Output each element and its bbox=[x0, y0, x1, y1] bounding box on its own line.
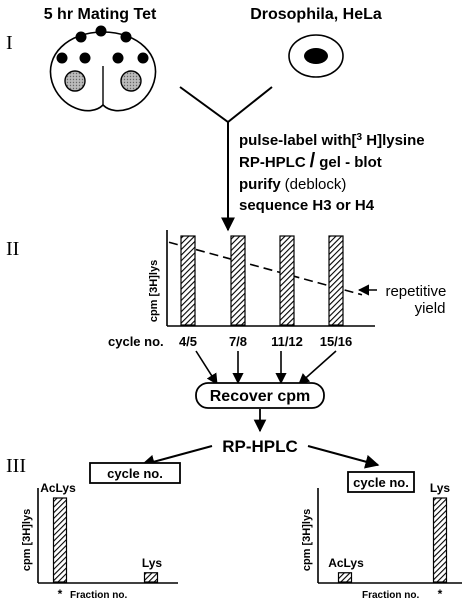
mating-tetrahymena bbox=[49, 25, 157, 112]
chart2-x-title: cycle no. bbox=[108, 334, 164, 349]
lys-bar bbox=[432, 497, 448, 583]
arrow-to-left-chart bbox=[140, 445, 213, 469]
cycle-bar-3 bbox=[279, 235, 295, 326]
lysine-chart: cycle no. cpm [3H]lys Fraction no. * AcL… bbox=[301, 471, 462, 599]
aclys-label: AcLys bbox=[328, 556, 364, 570]
lys-label: Lys bbox=[430, 481, 451, 495]
protocol-steps: pulse-label with[3 H]lysine RP-HPLC/gel … bbox=[239, 132, 425, 214]
recover-cpm-box bbox=[195, 382, 325, 409]
merge-lines bbox=[179, 86, 273, 124]
left-cycle-box bbox=[89, 462, 181, 484]
cycle-bar-1 bbox=[180, 235, 196, 326]
chart3-y-label: cpm [3H]lys bbox=[21, 509, 33, 571]
chart4-marker: * bbox=[438, 587, 443, 599]
right-cycle-box bbox=[347, 471, 415, 493]
svg-text:RP-HPLC/gel - blot: RP-HPLC/gel - blot bbox=[239, 150, 382, 172]
repetitive-yield-chart: cpm [3H]lys cycle no. repetitive yield 4… bbox=[108, 230, 450, 349]
svg-text:repetitive yield: repetitive yield bbox=[385, 283, 450, 317]
chart3-marker: * bbox=[58, 587, 63, 599]
left-cycle-box-label: cycle no. bbox=[107, 466, 163, 481]
acetyl-lysine-chart: cycle no. cpm [3H]lys Fraction no. * AcL… bbox=[21, 462, 181, 599]
cycle-tick-2: 7/8 bbox=[229, 334, 247, 349]
chart3-x-label: Fraction no. bbox=[70, 590, 127, 599]
right-cycle-box-label: cycle no. bbox=[353, 475, 409, 490]
cycle-bar-2 bbox=[230, 235, 246, 326]
chart4-x-label: Fraction no. bbox=[362, 590, 419, 599]
cycle-bar-4 bbox=[328, 235, 344, 326]
section-3-label: III bbox=[6, 455, 26, 477]
section-2-label: II bbox=[6, 238, 19, 260]
lys-label: Lys bbox=[142, 556, 163, 570]
hela-cell bbox=[288, 34, 344, 78]
arrow-to-right-chart bbox=[307, 445, 380, 469]
tet-label: 5 hr Mating Tet bbox=[44, 6, 157, 23]
recover-cpm-label: Recover cpm bbox=[210, 388, 311, 405]
cycle-arrows bbox=[195, 350, 337, 385]
cycle-tick-3: 11/12 bbox=[271, 334, 303, 349]
drosophila-label: Drosophila, HeLa bbox=[250, 6, 382, 23]
svg-text:purify(deblock): purify(deblock) bbox=[239, 176, 346, 193]
aclys-bar bbox=[52, 497, 68, 583]
svg-text:pulse-label with[3 H]lysine: pulse-label with[3 H]lysine bbox=[239, 132, 425, 149]
rp-hplc-label: RP-HPLC bbox=[222, 437, 298, 456]
chart4-y-label: cpm [3H]lys bbox=[301, 509, 313, 571]
cycle-tick-4: 15/16 bbox=[320, 334, 353, 349]
chart2-y-label: cpm [3H]lys bbox=[148, 260, 160, 322]
section-1-label: I bbox=[6, 32, 13, 54]
svg-text:sequence H3 or H4: sequence H3 or H4 bbox=[239, 197, 375, 214]
aclys-bar bbox=[337, 572, 353, 583]
aclys-label: AcLys bbox=[40, 481, 76, 495]
lys-bar bbox=[143, 572, 159, 583]
cycle-tick-1: 4/5 bbox=[179, 334, 197, 349]
repetitive-yield-trend bbox=[168, 241, 363, 296]
